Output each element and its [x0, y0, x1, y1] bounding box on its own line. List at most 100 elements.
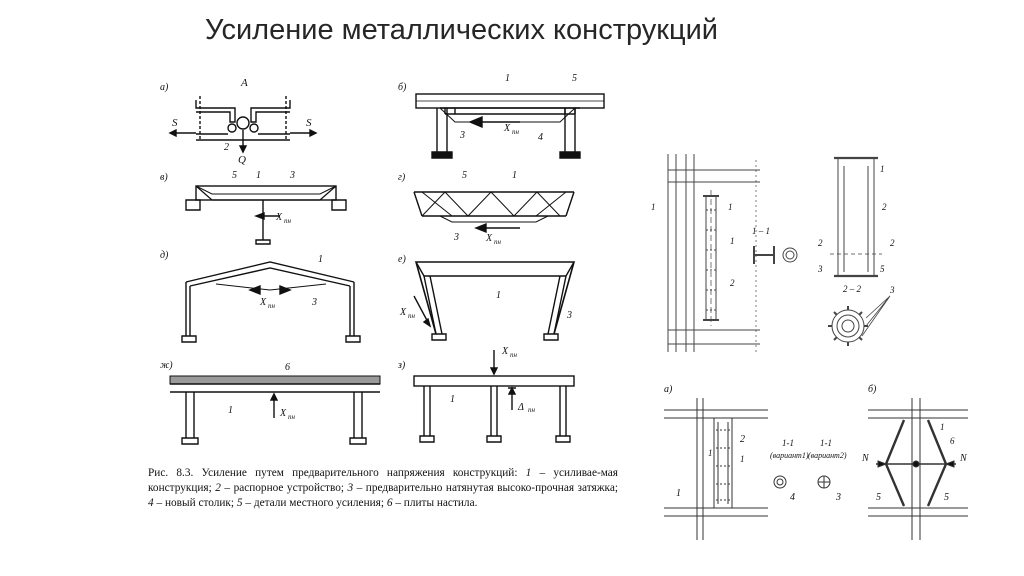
svg-text:3: 3 — [459, 130, 465, 141]
svg-text:Δ: Δ — [517, 402, 524, 413]
panel-d: д) X пн 1 3 — [160, 250, 361, 343]
slide-title: Усиление металлических конструкций — [205, 14, 718, 46]
svg-text:пн: пн — [288, 413, 296, 421]
legend-num-3: 3 — [347, 482, 354, 494]
svg-text:пн: пн — [494, 238, 502, 246]
svg-text:4: 4 — [538, 132, 543, 143]
svg-text:1: 1 — [880, 164, 885, 174]
svg-text:5: 5 — [880, 264, 885, 274]
column-section-2-2: 2 2 1 2 3 5 2 – 2 3 — [817, 156, 895, 346]
svg-text:1: 1 — [318, 254, 323, 265]
svg-text:6: 6 — [950, 436, 955, 446]
svg-text:X: X — [275, 212, 283, 223]
svg-text:пн: пн — [284, 217, 292, 225]
label-N-right: N — [959, 453, 968, 464]
svg-text:1: 1 — [496, 290, 501, 301]
svg-text:1: 1 — [940, 422, 945, 432]
section-variant1-label: 1-1 — [782, 438, 794, 448]
svg-text:пн: пн — [512, 128, 520, 136]
legend-text-4: новый столик; — [164, 497, 235, 509]
panel-e: е) X пн 1 3 — [398, 254, 576, 341]
panel-z: з) X пн Δ пн 1 — [397, 346, 575, 443]
legend-num-5: 5 — [236, 497, 243, 509]
svg-text:3: 3 — [835, 492, 841, 503]
svg-text:3: 3 — [289, 170, 295, 181]
svg-text:3: 3 — [566, 310, 572, 321]
letter-zh: ж) — [160, 360, 173, 371]
svg-text:пн: пн — [510, 351, 518, 359]
letter-b: б) — [398, 82, 407, 93]
brace-panel-a: а) 2 1 1 1 — [664, 384, 768, 540]
svg-text:5: 5 — [876, 492, 881, 503]
section-variant2-label: 1-1 — [820, 438, 832, 448]
panel-zh: ж) X пн 1 6 — [160, 360, 381, 445]
svg-text:5: 5 — [462, 170, 467, 181]
svg-text:X: X — [399, 307, 407, 318]
svg-text:X: X — [279, 408, 287, 419]
svg-text:3: 3 — [889, 285, 895, 295]
svg-text:1: 1 — [708, 448, 713, 458]
svg-text:4: 4 — [790, 492, 795, 503]
legend-text-5: детали местного усиления; — [253, 497, 385, 509]
letter-a-bottom: а) — [664, 384, 673, 395]
panel-v: в) X пн 5 1 3 — [160, 170, 347, 245]
svg-text:2: 2 — [740, 434, 745, 445]
svg-text:3: 3 — [453, 232, 459, 243]
svg-text:пн: пн — [528, 406, 536, 414]
svg-text:3: 3 — [311, 297, 317, 308]
column-elevation: 1 1 1 2 — [651, 154, 760, 352]
legend-num-1: 1 — [525, 467, 532, 479]
svg-text:X: X — [501, 346, 509, 357]
svg-text:2: 2 — [224, 142, 229, 153]
variant1-label: (вариант1) — [770, 451, 809, 460]
caption-prefix: Рис. 8.3. Усиление путем предварительног… — [148, 467, 518, 479]
panel-b: б) X пн 1 5 3 4 — [398, 73, 605, 159]
svg-text:1: 1 — [450, 394, 455, 405]
svg-text:5: 5 — [572, 73, 577, 84]
legend-text-1: усиливае-мая конструкция; — [148, 467, 619, 494]
letter-b-bottom: б) — [868, 384, 877, 395]
svg-text:X: X — [485, 233, 493, 244]
svg-text:1: 1 — [505, 73, 510, 84]
svg-text:2: 2 — [730, 278, 735, 288]
svg-text:1: 1 — [228, 405, 233, 416]
section-2-2-label: 2 – 2 — [843, 284, 862, 294]
letter-z: з) — [397, 360, 406, 371]
label-Q: Q — [238, 154, 246, 166]
cut-1-right: 1 — [728, 202, 733, 212]
svg-text:1: 1 — [512, 170, 517, 181]
svg-text:X: X — [503, 123, 511, 134]
svg-text:2: 2 — [882, 202, 887, 212]
brace-panel-b: б) N N 1 6 5 5 — [861, 384, 968, 540]
label-S-right: S — [306, 117, 312, 129]
label-S-left: S — [172, 117, 178, 129]
brace-sections: 1-1 (вариант1) 4 1-1 (вариант2) 3 — [770, 438, 847, 503]
section-1-1-label: 1 – 1 — [752, 226, 770, 236]
svg-text:3: 3 — [817, 264, 823, 274]
letter-e: е) — [398, 254, 406, 265]
cut-1-left: 1 — [651, 202, 656, 212]
svg-text:1: 1 — [256, 170, 261, 181]
panel-a: A S S Q 2 — [168, 77, 318, 166]
legend-text-3: предварительно натянутая высоко-прочная … — [365, 482, 618, 494]
svg-text:пн: пн — [408, 312, 416, 320]
cut-2-left: 2 — [818, 238, 823, 248]
panel-g: г) X пн 5 1 3 — [398, 170, 575, 246]
variant2-label: (вариант2) — [808, 451, 847, 460]
svg-text:X: X — [259, 297, 267, 308]
svg-text:5: 5 — [944, 492, 949, 503]
legend-text-2: распорное устройство; — [233, 482, 344, 494]
svg-text:1: 1 — [730, 236, 735, 246]
legend-num-6: 6 — [386, 497, 393, 509]
figure-caption: Рис. 8.3. Усиление путем предварительног… — [148, 467, 619, 509]
svg-text:6: 6 — [285, 362, 290, 373]
svg-text:1: 1 — [676, 488, 681, 499]
letter-v: в) — [160, 172, 168, 183]
legend-text-6: плиты настила. — [403, 497, 478, 509]
letter-d: д) — [160, 250, 169, 261]
svg-text:1: 1 — [740, 454, 745, 464]
legend-num-2: 2 — [215, 482, 221, 494]
svg-text:5: 5 — [232, 170, 237, 181]
label-N-left: N — [861, 453, 870, 464]
